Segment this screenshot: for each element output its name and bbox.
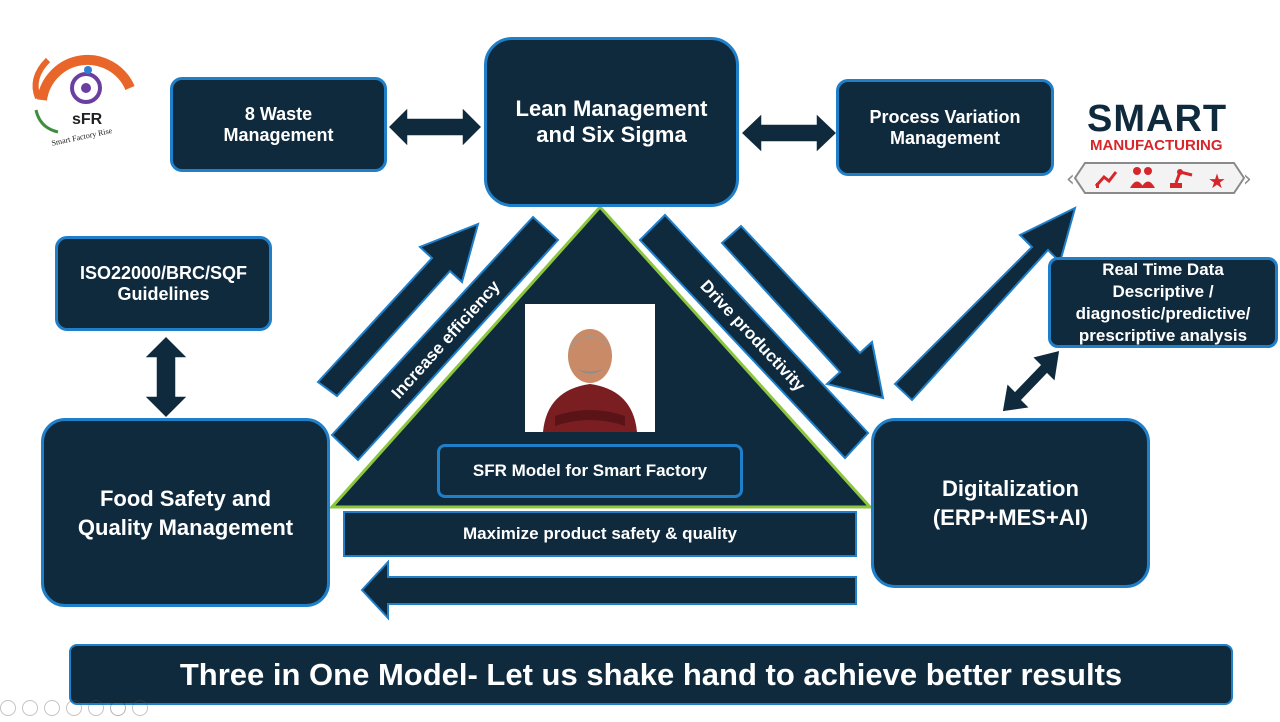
smart-badge-subtitle: MANUFACTURING [1090, 137, 1223, 154]
robot-arm-icon [1170, 169, 1193, 188]
maximize-quality-label: Maximize product safety & quality [463, 524, 737, 543]
chart-icon [1094, 171, 1118, 188]
double-arrow-lean-variation [739, 111, 839, 155]
food-safety-box: Food Safety and Quality Management [41, 418, 330, 607]
waste-management-label: 8 Waste Management [223, 103, 334, 145]
bottom-banner: Three in One Model- Let us shake hand to… [69, 644, 1233, 705]
digitalization-label: Digitalization (ERP+MES+AI) [932, 476, 1089, 530]
zoom-icon[interactable] [88, 700, 104, 716]
star-icon: ★ [1208, 169, 1226, 193]
badge-bar [1073, 162, 1246, 194]
bottom-banner-text: Three in One Model- Let us shake hand to… [179, 656, 1123, 692]
left-arrow-bottom [360, 559, 857, 621]
badge-right-chevron-icon: › [1243, 167, 1252, 192]
iso-guidelines-box: ISO22000/BRC/SQF Guidelines [55, 236, 272, 331]
realtime-data-box: Real Time Data Descriptive / diagnostic/… [1048, 257, 1278, 348]
double-arrow-iso-food [142, 334, 190, 420]
increase-efficiency-band [330, 215, 560, 462]
up-arrow-smart [893, 206, 1077, 402]
presenter-portrait-icon [543, 329, 637, 432]
prev-slide-icon[interactable] [0, 700, 16, 716]
realtime-data-label: Real Time Data Descriptive / diagnostic/… [1075, 259, 1251, 345]
pen-icon[interactable] [44, 700, 60, 716]
grid-icon[interactable] [66, 700, 82, 716]
process-variation-label: Process Variation Management [869, 106, 1021, 148]
sfr-model-box: SFR Model for Smart Factory [437, 444, 743, 498]
sfr-model-label: SFR Model for Smart Factory [472, 461, 708, 480]
logo-tagline: Smart Factory Rise [51, 126, 114, 148]
more-icon[interactable] [132, 700, 148, 716]
down-arrow-right [720, 224, 885, 400]
food-safety-label: Food Safety and Quality Management [77, 485, 294, 540]
slide-controls[interactable] [0, 700, 200, 718]
lean-six-sigma-box: Lean Management and Six Sigma [484, 37, 739, 207]
smart-badge-title: SMART [1087, 98, 1228, 140]
double-arrow-realtime-digital [1001, 348, 1061, 413]
presenter-photo [525, 304, 655, 432]
lean-six-sigma-label: Lean Management and Six Sigma [515, 96, 708, 147]
process-variation-box: Process Variation Management [836, 79, 1054, 176]
waste-management-box: 8 Waste Management [170, 77, 387, 172]
next-slide-icon[interactable] [22, 700, 38, 716]
maximize-band [343, 511, 857, 557]
people-icon [1130, 167, 1155, 188]
up-arrow-left [316, 222, 480, 398]
sfr-logo-icon: sFR [32, 54, 135, 134]
badge-left-chevron-icon: ‹ [1066, 167, 1075, 192]
camera-icon[interactable] [110, 700, 126, 716]
double-arrow-waste-lean [386, 105, 484, 149]
drive-productivity-band [638, 213, 870, 460]
digitalization-box: Digitalization (ERP+MES+AI) [871, 418, 1150, 588]
iso-guidelines-label: ISO22000/BRC/SQF Guidelines [79, 262, 248, 304]
svg-text:sFR: sFR [72, 111, 103, 128]
